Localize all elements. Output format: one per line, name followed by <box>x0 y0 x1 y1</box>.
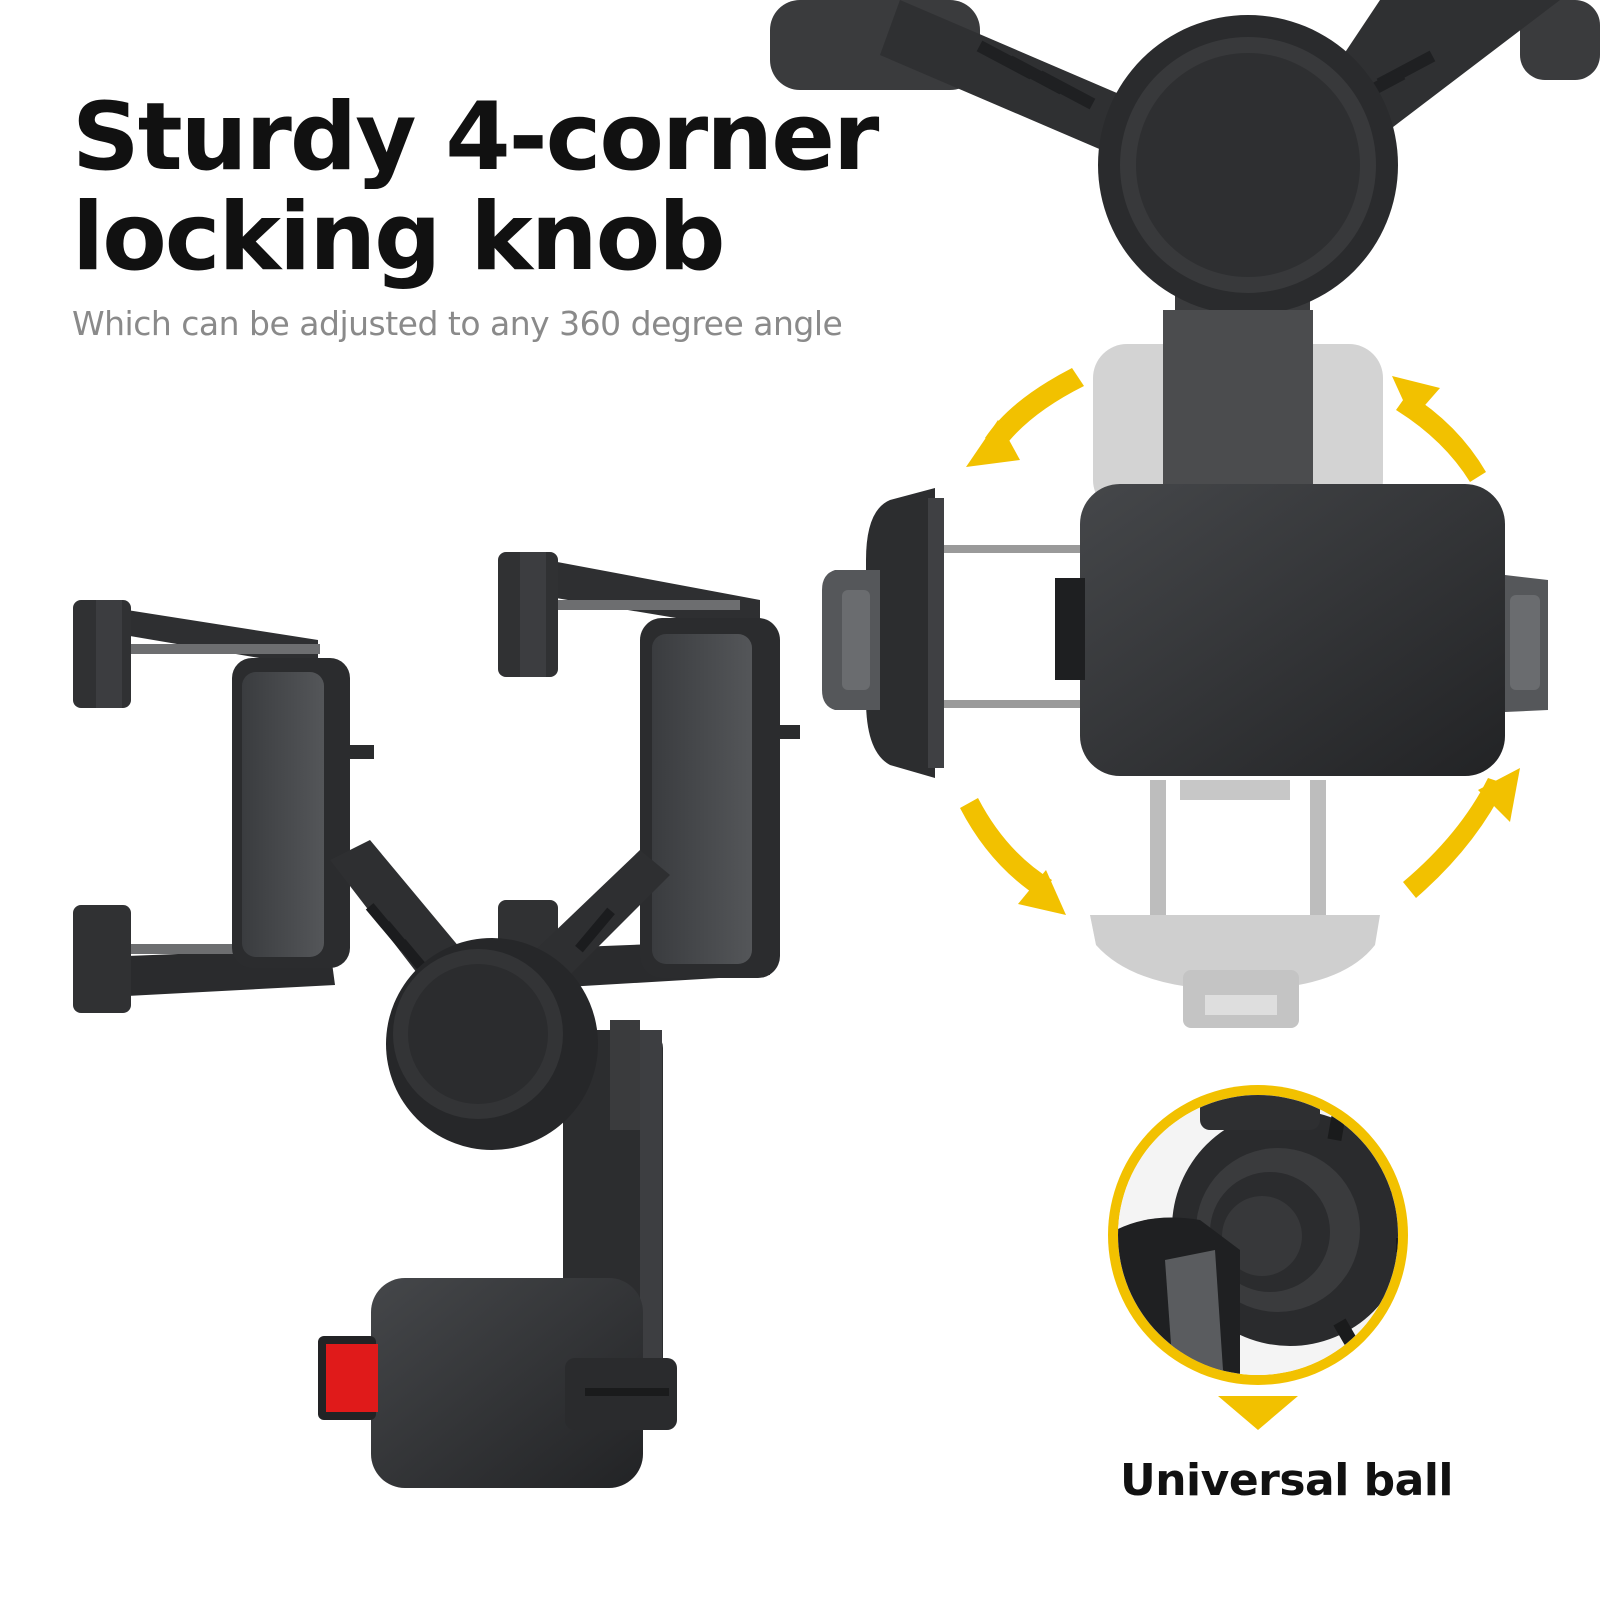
universal-ball-callout <box>1108 1085 1408 1430</box>
mirror-holder-product <box>73 552 800 1488</box>
subheadline: Which can be adjusted to any 360 degree … <box>72 304 843 343</box>
horizontal-clamp <box>822 484 1548 778</box>
ghost-clamp-position <box>1090 310 1383 1028</box>
callout-pointer-icon <box>1218 1396 1298 1430</box>
headline-line-2: locking knob <box>72 183 726 292</box>
headline-line-1: Sturdy 4-corner <box>72 83 879 192</box>
headline: Sturdy 4-corner locking knob <box>72 83 879 292</box>
rotation-arrow-icons <box>960 368 1520 915</box>
universal-ball-label: Universal ball <box>1120 1455 1454 1506</box>
